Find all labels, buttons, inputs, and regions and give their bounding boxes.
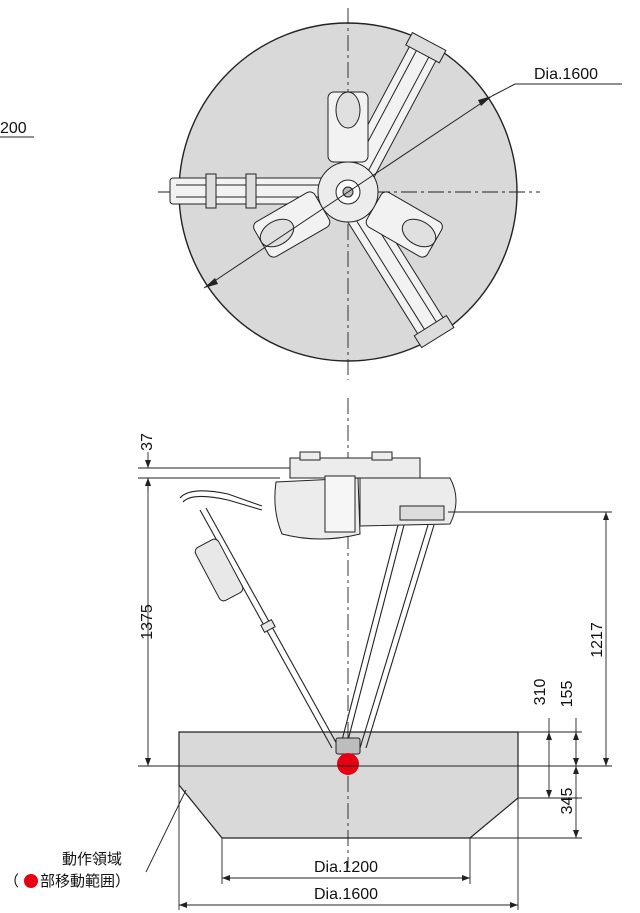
side-view-robot-body [274,451,457,540]
dim-dia-1600 [178,785,519,910]
dim-1375-label: 1375 [139,604,156,640]
callout-work-area-note: 部移動範囲） [40,872,130,890]
top-view-cut-label: 200 [0,120,27,137]
dim-310 [546,718,552,798]
dim-1217-label: 1217 [589,622,606,658]
top-view-diameter-line [203,95,493,289]
side-view-reference-lines [138,467,612,799]
callout-red-dot [24,874,38,888]
tool-center-point [337,753,359,775]
callout-work-area-title: 動作領域 [62,850,122,868]
dim-345 [470,766,582,839]
top-view: Dia.1600 200 [0,8,622,380]
dim-dia-1200-label: Dia.1200 [314,859,378,876]
top-view-diameter-label: Dia.1600 [534,66,598,83]
dim-37-label: 37 [139,433,156,451]
callout-paren-open: （ [4,872,19,890]
dim-345-label: 345 [559,788,576,815]
work-area-callout-leader [145,789,187,873]
dim-dia-1600-label: Dia.1600 [314,886,378,903]
dim-310-label: 310 [532,679,549,706]
dim-dia-1200 [221,838,471,884]
top-view-robot [169,31,455,349]
dim-155 [573,718,579,766]
dim-155-label: 155 [559,681,576,708]
side-view-robot-arms [179,490,435,749]
top-view-diameter-arrow-start [204,278,218,288]
side-view-end-effector [335,737,361,755]
dim-1217 [603,512,609,766]
top-view-diameter-arrow-end [478,96,492,106]
side-view-arm-motor [194,538,276,634]
side-view: 37 1375 1217 310 155 [4,398,612,910]
dim-1375 [145,478,151,766]
top-view-diameter-leader [491,83,516,97]
